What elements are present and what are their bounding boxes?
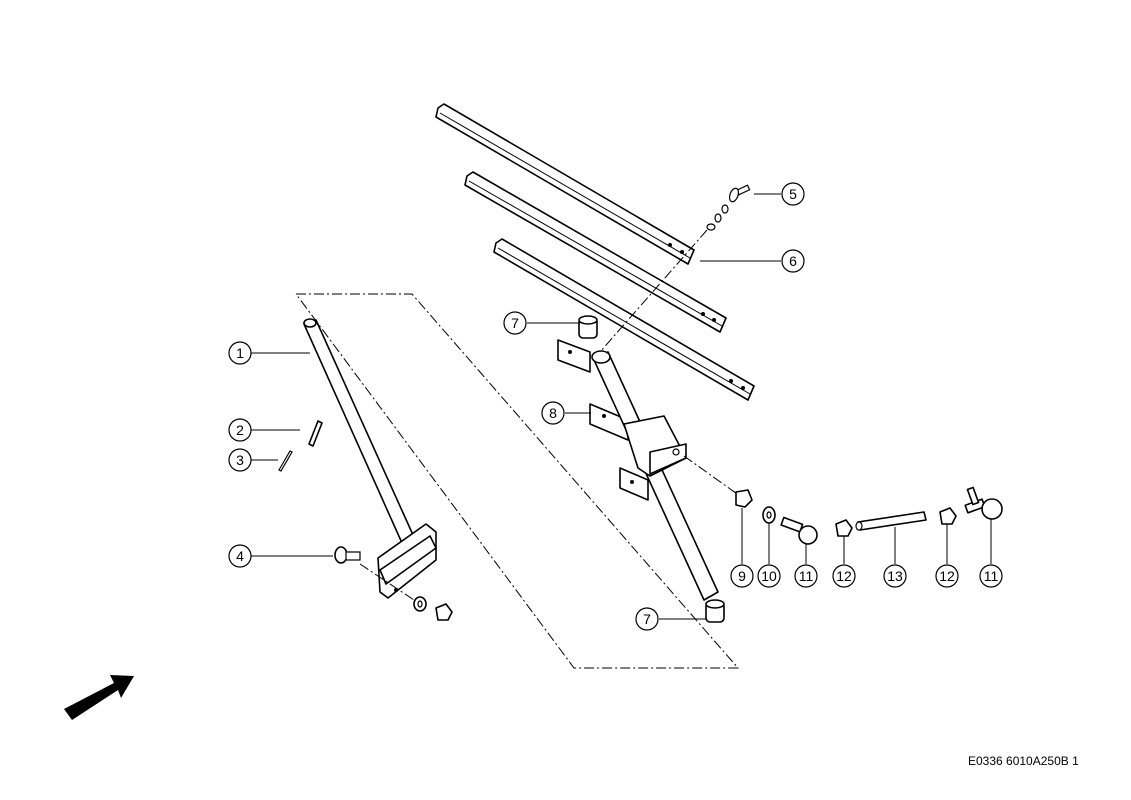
slat-middle bbox=[464, 171, 727, 333]
callout-2: 2 bbox=[228, 418, 252, 442]
washer-10 bbox=[762, 506, 776, 524]
callout-11-left: 11 bbox=[794, 564, 818, 588]
svg-text:6: 6 bbox=[789, 253, 797, 269]
svg-text:13: 13 bbox=[887, 568, 903, 584]
callout-10: 10 bbox=[757, 564, 781, 588]
callout-12-left: 12 bbox=[832, 564, 856, 588]
slat-bottom bbox=[493, 238, 755, 401]
callout-7-top: 7 bbox=[503, 311, 527, 335]
svg-text:8: 8 bbox=[549, 405, 557, 421]
svg-text:11: 11 bbox=[799, 568, 814, 584]
direction-arrow-icon bbox=[64, 675, 134, 720]
slat-top bbox=[435, 103, 695, 265]
svg-text:2: 2 bbox=[236, 422, 244, 438]
document-reference: E0336 6010A250B 1 bbox=[968, 754, 1079, 768]
svg-text:12: 12 bbox=[836, 568, 852, 584]
callout-11-right: 11 bbox=[979, 564, 1003, 588]
threaded-rod-13 bbox=[855, 511, 927, 531]
svg-text:10: 10 bbox=[761, 568, 777, 584]
nut-12a bbox=[835, 519, 853, 537]
callout-1: 1 bbox=[228, 341, 252, 365]
callout-9: 9 bbox=[730, 564, 754, 588]
svg-text:12: 12 bbox=[939, 568, 955, 584]
ball-joint-11b bbox=[964, 486, 1003, 520]
nut-12b bbox=[939, 507, 957, 525]
pin-3 bbox=[278, 450, 293, 472]
callout-8: 8 bbox=[541, 401, 565, 425]
callout-3: 3 bbox=[228, 448, 252, 472]
svg-text:7: 7 bbox=[643, 611, 651, 627]
bolt-5 bbox=[706, 184, 751, 231]
svg-text:7: 7 bbox=[511, 315, 519, 331]
pin-2 bbox=[308, 420, 323, 447]
callout-13: 13 bbox=[883, 564, 907, 588]
washer-lever bbox=[413, 596, 427, 612]
assembly-boundary bbox=[295, 293, 740, 669]
callout-5: 5 bbox=[781, 182, 805, 206]
ball-joint-11a bbox=[780, 516, 818, 545]
svg-text:11: 11 bbox=[984, 568, 999, 584]
callout-7-bottom: 7 bbox=[635, 607, 659, 631]
frame-tube bbox=[557, 315, 725, 623]
callout-6: 6 bbox=[781, 249, 805, 273]
nut-lever bbox=[435, 603, 453, 621]
svg-text:1: 1 bbox=[236, 345, 244, 361]
callout-4: 4 bbox=[228, 544, 252, 568]
svg-text:9: 9 bbox=[738, 568, 746, 584]
svg-text:4: 4 bbox=[236, 548, 244, 564]
svg-text:3: 3 bbox=[236, 452, 244, 468]
callout-12-right: 12 bbox=[935, 564, 959, 588]
leader-lines bbox=[251, 193, 992, 620]
bolt-4 bbox=[334, 546, 361, 564]
svg-text:5: 5 bbox=[789, 186, 797, 202]
nut-9 bbox=[735, 489, 753, 508]
